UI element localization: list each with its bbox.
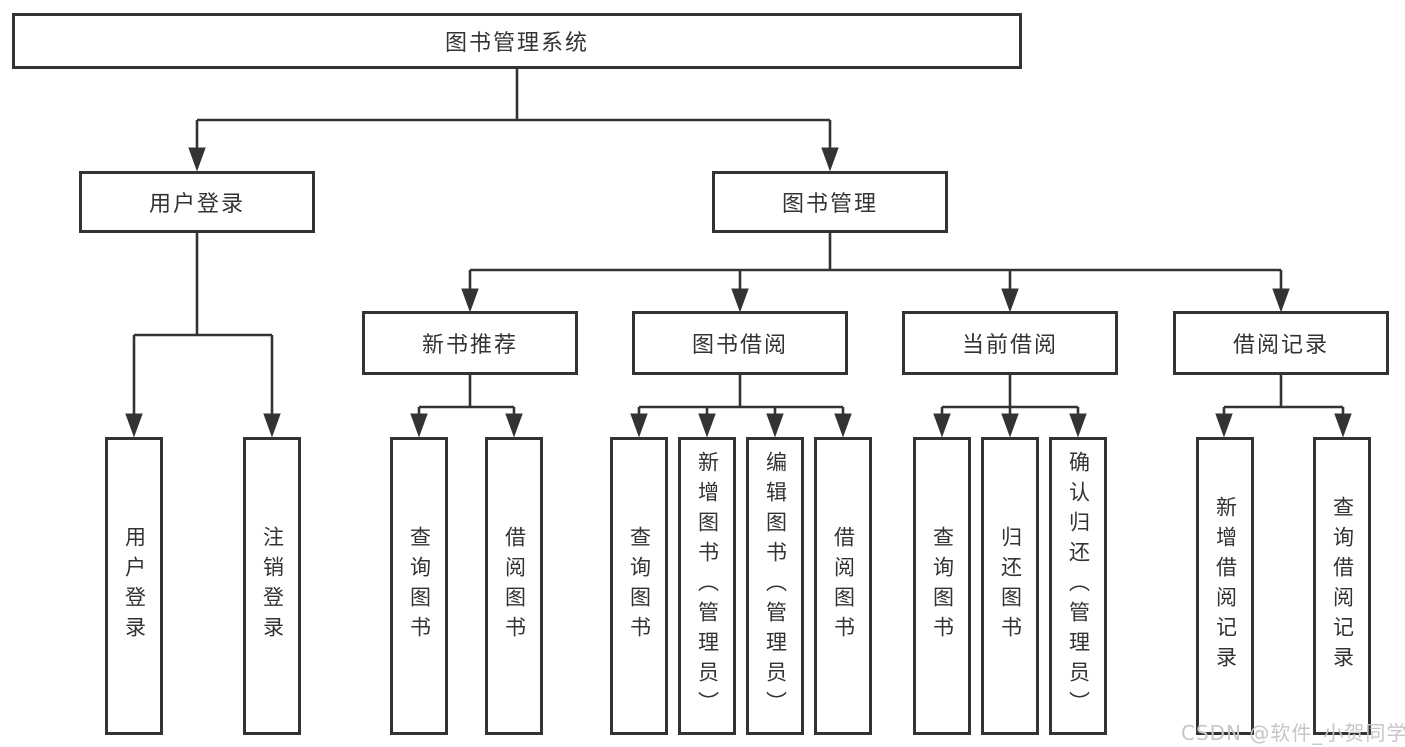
watermark-text: CSDN @软件_小贺同学 xyxy=(1181,721,1405,745)
leaf-add-book-admin: 新增图书（管理员） xyxy=(678,437,736,735)
leaf-user-login: 用户登录 xyxy=(105,437,163,735)
node-borrow-records: 借阅记录 xyxy=(1173,311,1389,375)
node-book-borrow-label: 图书借阅 xyxy=(691,333,788,358)
leaf-query-books-current: 查询图书 xyxy=(913,437,971,735)
node-user-login-label: 用户登录 xyxy=(148,192,245,217)
leaf-confirm-return-admin-label: 确认归还（管理员） xyxy=(1066,451,1091,721)
node-current-borrow: 当前借阅 xyxy=(902,311,1118,375)
node-book-borrow: 图书借阅 xyxy=(632,311,848,375)
node-new-book-recommend: 新书推荐 xyxy=(362,311,578,375)
leaf-add-borrow-record-label: 新增借阅记录 xyxy=(1213,496,1238,676)
leaf-query-books-recommend-label: 查询图书 xyxy=(407,526,432,646)
leaf-query-borrow-record: 查询借阅记录 xyxy=(1313,437,1371,735)
node-current-borrow-label: 当前借阅 xyxy=(961,333,1058,358)
node-book-management-label: 图书管理 xyxy=(781,192,878,217)
leaf-edit-book-admin-label: 编辑图书（管理员） xyxy=(763,451,788,721)
leaf-logout-label: 注销登录 xyxy=(260,526,285,646)
leaf-borrow-books-borrow: 借阅图书 xyxy=(814,437,872,735)
leaf-query-books-current-label: 查询图书 xyxy=(930,526,955,646)
leaf-edit-book-admin: 编辑图书（管理员） xyxy=(746,437,804,735)
leaf-return-books: 归还图书 xyxy=(981,437,1039,735)
leaf-query-books-borrow-label: 查询图书 xyxy=(627,526,652,646)
leaf-query-borrow-record-label: 查询借阅记录 xyxy=(1330,496,1355,676)
leaf-borrow-books-borrow-label: 借阅图书 xyxy=(831,526,856,646)
node-new-book-recommend-label: 新书推荐 xyxy=(421,333,518,358)
arrowhead-icons xyxy=(125,147,1352,438)
leaf-query-books-borrow: 查询图书 xyxy=(610,437,668,735)
leaf-borrow-books-recommend: 借阅图书 xyxy=(485,437,543,735)
leaf-query-books-recommend: 查询图书 xyxy=(390,437,448,735)
node-user-login: 用户登录 xyxy=(79,171,315,233)
node-book-management: 图书管理 xyxy=(712,171,948,233)
leaf-borrow-books-recommend-label: 借阅图书 xyxy=(502,526,527,646)
leaf-add-book-admin-label: 新增图书（管理员） xyxy=(695,451,720,721)
node-root: 图书管理系统 xyxy=(12,13,1022,69)
leaf-add-borrow-record: 新增借阅记录 xyxy=(1196,437,1254,735)
leaf-logout: 注销登录 xyxy=(243,437,301,735)
leaf-confirm-return-admin: 确认归还（管理员） xyxy=(1049,437,1107,735)
leaf-user-login-label: 用户登录 xyxy=(122,526,147,646)
node-borrow-records-label: 借阅记录 xyxy=(1232,333,1329,358)
node-root-label: 图书管理系统 xyxy=(444,31,589,56)
leaf-return-books-label: 归还图书 xyxy=(998,526,1023,646)
